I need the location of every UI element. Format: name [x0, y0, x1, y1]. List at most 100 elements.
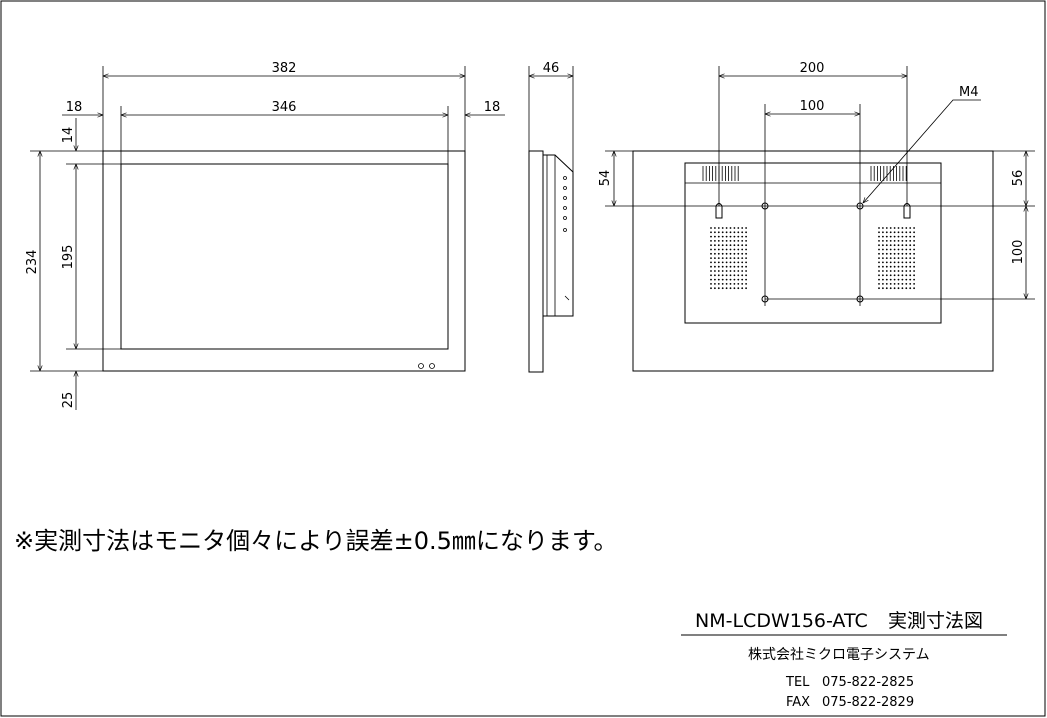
- grille-dot: [893, 244, 896, 247]
- grille-dot: [893, 252, 896, 255]
- grille-dot: [909, 248, 912, 251]
- grille-dot: [897, 248, 900, 251]
- grille-dot: [878, 283, 880, 285]
- grille-dot: [889, 231, 892, 234]
- grille-dot: [913, 231, 915, 234]
- grille-dot: [741, 231, 744, 234]
- grille-dot: [878, 231, 880, 234]
- grille-dot: [729, 248, 732, 251]
- grille-dot: [710, 227, 712, 229]
- dim-right-margin: 18: [484, 100, 501, 115]
- company-name: 株式会社ミクロ電子システム: [748, 647, 930, 663]
- grille-dot: [897, 278, 900, 281]
- front-screen: [120, 163, 449, 350]
- grille-dot: [710, 287, 712, 290]
- grille-dot: [721, 252, 724, 255]
- grille-dot: [717, 283, 720, 285]
- grille-dot: [721, 287, 724, 290]
- grille-dot: [913, 283, 915, 285]
- front-bezel: [102, 150, 466, 372]
- grille-dot: [714, 257, 716, 259]
- grille-dot: [882, 278, 884, 281]
- grille-dot: [745, 265, 747, 268]
- grille-dot: [889, 274, 892, 277]
- grille-dot: [729, 265, 732, 268]
- grille-dot: [741, 278, 744, 281]
- grille-dot: [893, 278, 896, 281]
- grille-dot: [893, 283, 896, 285]
- grille-dot: [710, 252, 712, 255]
- grille-dot: [725, 283, 728, 285]
- grille-dot: [893, 270, 896, 272]
- grille-dot: [889, 252, 892, 255]
- grille-dot: [737, 287, 740, 290]
- grille-dot: [905, 274, 908, 277]
- grille-dot: [901, 265, 904, 268]
- grille-dot: [889, 227, 892, 229]
- grille-dot: [893, 274, 896, 277]
- grille-dot: [741, 261, 744, 264]
- grille-dot: [717, 248, 720, 251]
- grille-dot: [710, 261, 712, 264]
- grille-dot: [745, 287, 747, 290]
- vent-slots-right: [870, 166, 907, 181]
- grille-dot: [897, 283, 900, 285]
- grille-dot: [737, 283, 740, 285]
- grille-dot: [725, 248, 728, 251]
- dim-vesa-span-y: 100: [1011, 240, 1026, 265]
- grille-dot: [913, 235, 915, 238]
- fax-label: FAX: [786, 695, 810, 710]
- grille-dot: [889, 265, 892, 268]
- grille-dot: [721, 270, 724, 272]
- grille-dot: [725, 257, 728, 259]
- grille-dot: [878, 287, 880, 290]
- grille-dot: [913, 287, 915, 290]
- grille-dot: [725, 270, 728, 272]
- title-block: NM-LCDW156-ATC 実測寸法図 株式会社ミクロ電子システム TEL 0…: [681, 610, 1007, 710]
- grille-dot: [913, 270, 915, 272]
- grille-dot: [745, 244, 747, 247]
- grille-dot: [737, 265, 740, 268]
- grille-dot: [905, 244, 908, 247]
- grille-dot: [721, 278, 724, 281]
- grille-dot: [909, 261, 912, 264]
- grille-dot: [889, 287, 892, 290]
- grille-dot: [889, 244, 892, 247]
- grille-dot: [901, 240, 904, 242]
- grille-dot: [714, 235, 716, 238]
- grille-dot: [901, 287, 904, 290]
- grille-dot: [889, 248, 892, 251]
- grille-dot: [901, 248, 904, 251]
- grille-dot: [741, 283, 744, 285]
- grille-dot: [909, 244, 912, 247]
- grille-dot: [885, 274, 888, 277]
- grille-dot: [889, 278, 892, 281]
- grille-dot: [714, 278, 716, 281]
- grille-dot: [913, 240, 915, 242]
- grille-dot: [714, 265, 716, 268]
- grille-dot: [905, 278, 908, 281]
- dim-bottom-margin: 25: [61, 392, 76, 409]
- grille-dot: [725, 278, 728, 281]
- tel-number: 075-822-2825: [822, 675, 914, 690]
- grille-dot: [741, 265, 744, 268]
- grille-dot: [893, 257, 896, 259]
- grille-dot: [729, 261, 732, 264]
- grille-dot: [897, 244, 900, 247]
- grille-dot: [885, 265, 888, 268]
- m4-label: M4: [959, 85, 979, 100]
- grille-dot: [733, 287, 736, 290]
- grille-dot: [714, 240, 716, 242]
- grille-dot: [725, 240, 728, 242]
- grille-dot: [717, 252, 720, 255]
- grille-dot: [882, 261, 884, 264]
- grille-dot: [901, 257, 904, 259]
- grille-dot: [885, 283, 888, 285]
- grille-dot: [897, 257, 900, 259]
- grille-dot: [893, 240, 896, 242]
- grille-dot: [897, 274, 900, 277]
- grille-dot: [714, 227, 716, 229]
- grille-dot: [913, 252, 915, 255]
- grille-dot: [710, 283, 712, 285]
- grille-dot: [717, 235, 720, 238]
